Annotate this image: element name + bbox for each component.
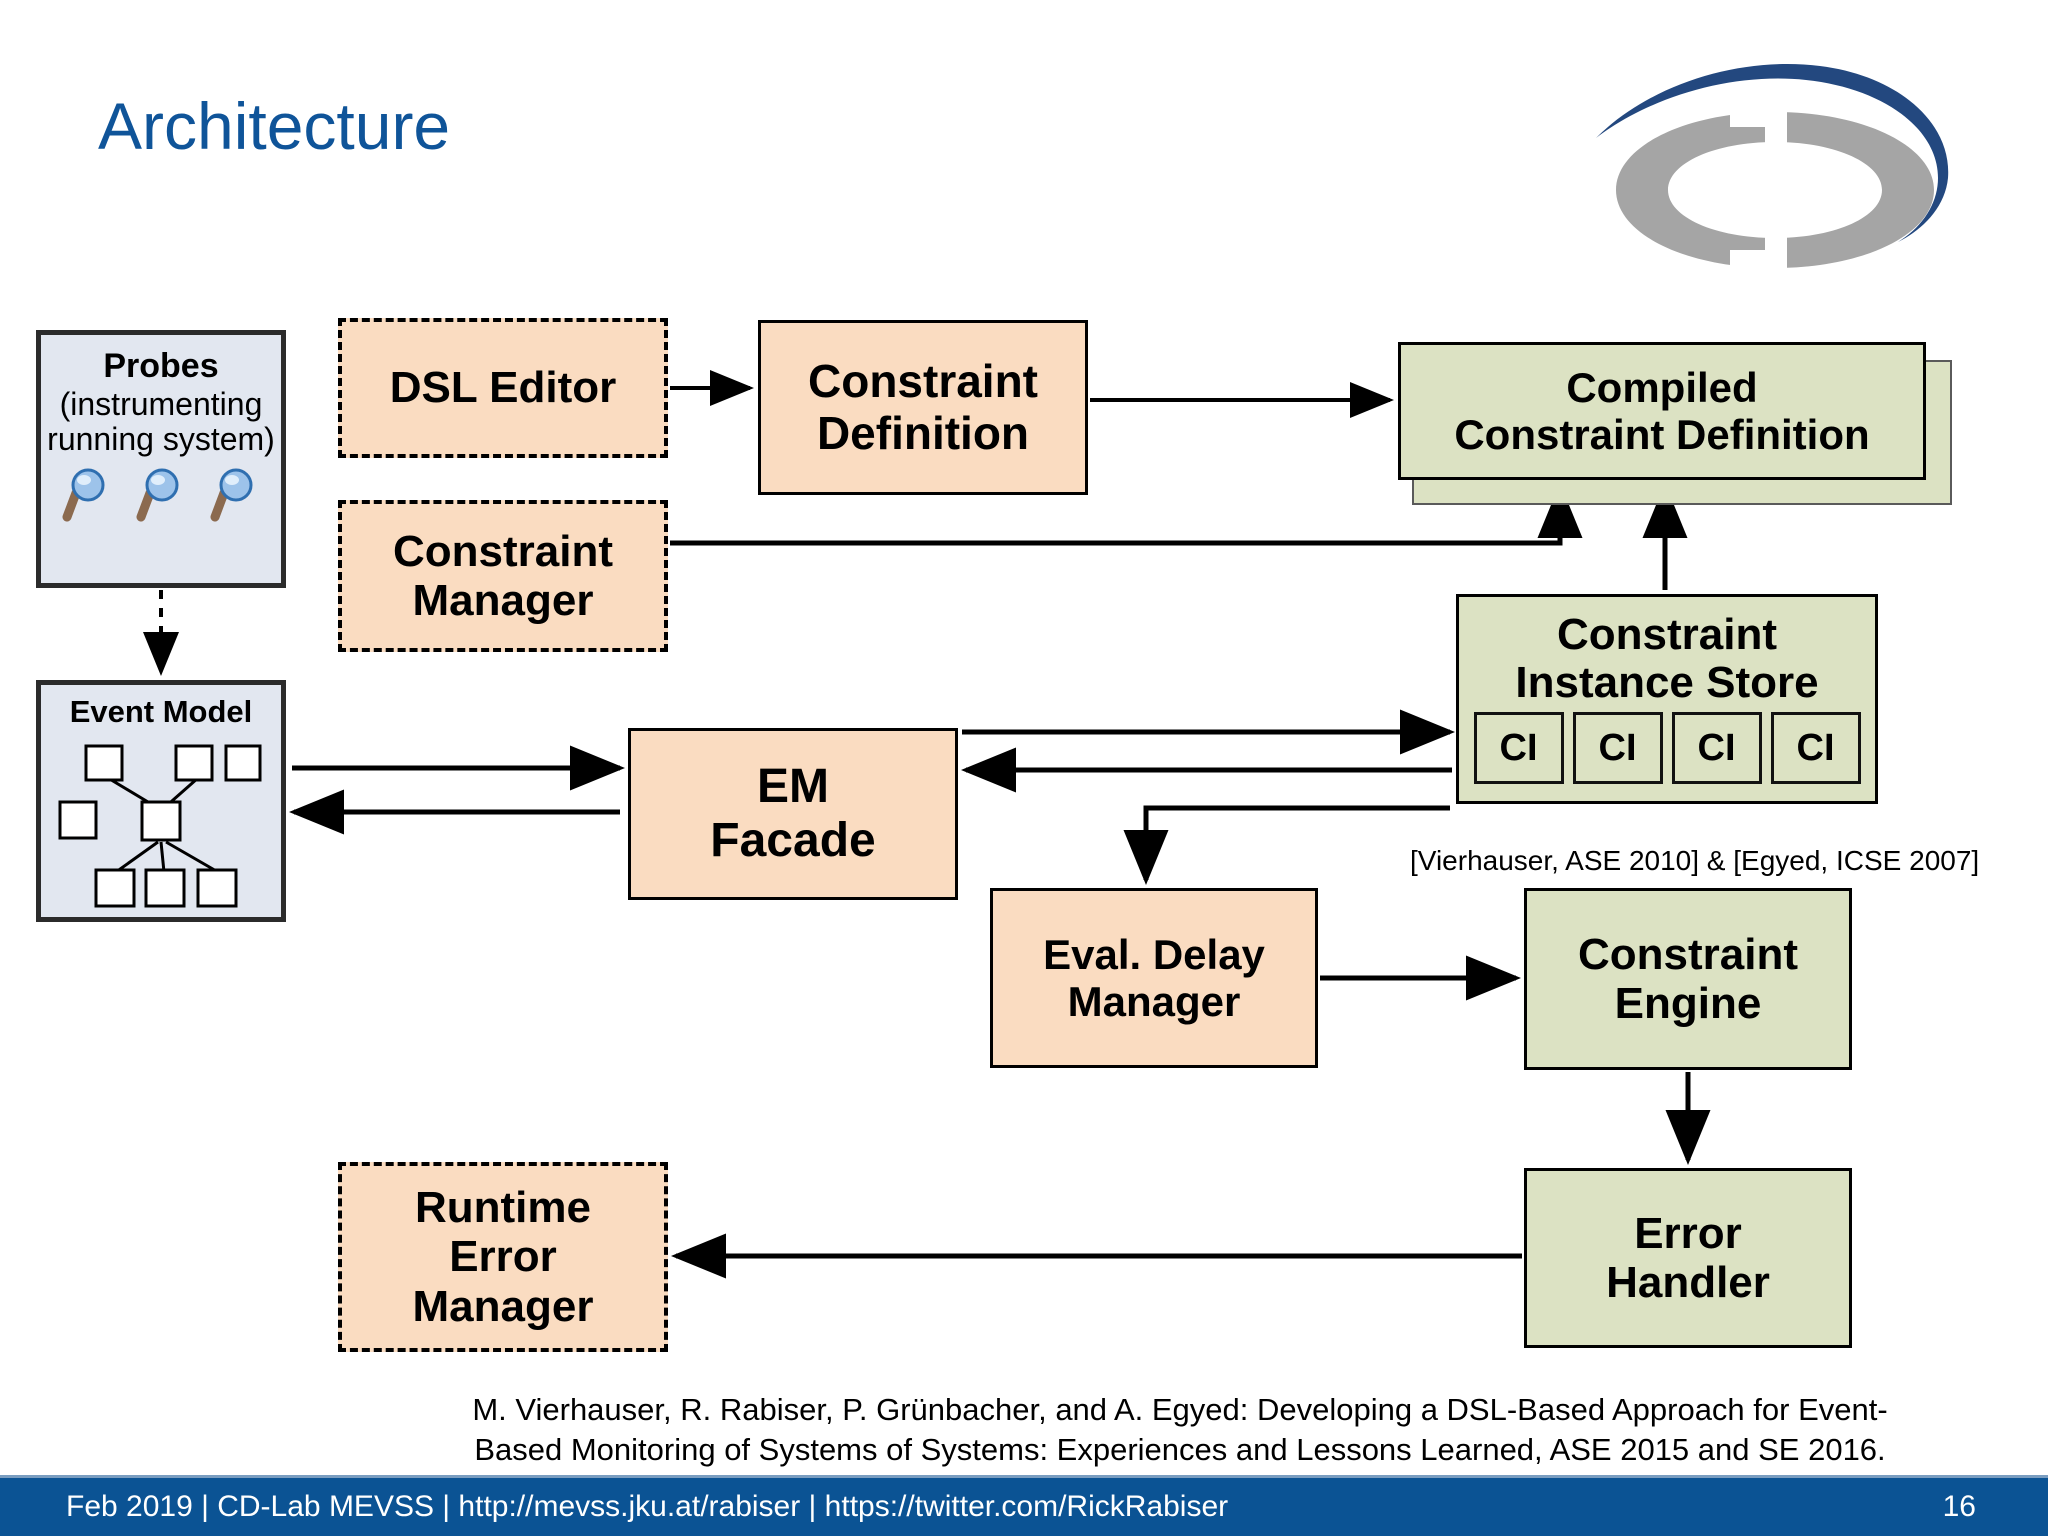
node-eval-delay-manager[interactable]: Eval. Delay Manager xyxy=(990,888,1318,1068)
constraint-engine-label-line1: Constraint xyxy=(1578,929,1798,979)
node-constraint-engine[interactable]: Constraint Engine xyxy=(1524,888,1852,1070)
compiled-label-line2: Constraint Definition xyxy=(1454,411,1870,458)
magnifier-icon xyxy=(210,468,253,522)
constraint-definition-label-line2: Definition xyxy=(816,406,1030,459)
runtime-error-label-line2: Error xyxy=(449,1232,557,1282)
event-model-title: Event Model xyxy=(69,694,253,729)
logo-ring-icon xyxy=(1616,112,1934,268)
footer-text: Feb 2019 | CD-Lab MEVSS | http://mevss.j… xyxy=(66,1490,1229,1523)
dsl-editor-label: DSL Editor xyxy=(389,363,617,413)
constraint-manager-label-line2: Manager xyxy=(412,576,594,625)
probes-subtitle-line2: running system) xyxy=(47,421,275,458)
node-error-handler[interactable]: Error Handler xyxy=(1524,1168,1852,1348)
compiled-label-line1: Compiled xyxy=(1566,363,1758,411)
node-tree-graph-icon xyxy=(58,744,262,908)
node-constraint-definition[interactable]: Constraint Definition xyxy=(758,320,1088,495)
em-facade-label-line1: EM xyxy=(757,760,829,814)
cis-title: Constraint Instance Store xyxy=(1515,611,1818,706)
node-probes[interactable]: Probes (instrumenting running system) xyxy=(36,330,286,588)
node-dsl-editor[interactable]: DSL Editor xyxy=(338,318,668,458)
node-em-facade[interactable]: EM Facade xyxy=(628,728,958,900)
bottom-citation-line2: Based Monitoring of Systems of Systems: … xyxy=(474,1432,1886,1468)
cis-title-line1: Constraint xyxy=(1557,610,1777,659)
eval-delay-label-line1: Eval. Delay xyxy=(1043,930,1265,978)
ci-cell[interactable]: CI xyxy=(1473,712,1564,785)
error-handler-label-line1: Error xyxy=(1634,1208,1742,1258)
cd-lab-logo xyxy=(1590,50,1960,277)
eval-delay-label-line2: Manager xyxy=(1067,978,1241,1025)
ci-cell[interactable]: CI xyxy=(1770,712,1861,785)
probes-subtitle-line1: (instrumenting xyxy=(59,386,263,423)
probes-icon-row xyxy=(60,467,262,525)
error-handler-label-line2: Handler xyxy=(1606,1258,1770,1307)
magnifier-icon xyxy=(136,468,179,522)
node-event-model[interactable]: Event Model xyxy=(36,680,286,922)
logo-svg xyxy=(1596,63,1949,277)
probes-subtitle: (instrumenting running system) xyxy=(47,386,275,458)
probes-title: Probes xyxy=(103,347,219,385)
node-compiled-constraint-definition[interactable]: Compiled Constraint Definition xyxy=(1398,342,1926,480)
footer-bar: Feb 2019 | CD-Lab MEVSS | http://mevss.j… xyxy=(0,1475,2048,1536)
ci-cell[interactable]: CI xyxy=(1671,712,1762,785)
inline-citation: [Vierhauser, ASE 2010] & [Egyed, ICSE 20… xyxy=(1410,845,1980,876)
edge-cis-to-eval-delay-manager xyxy=(1123,805,1450,885)
cis-cell-row: CI CI CI CI xyxy=(1473,712,1861,785)
node-constraint-manager[interactable]: Constraint Manager xyxy=(338,500,668,652)
constraint-manager-label-line1: Constraint xyxy=(393,526,613,576)
node-constraint-instance-store[interactable]: Constraint Instance Store CI CI CI CI xyxy=(1456,594,1878,804)
cis-title-line2: Instance Store xyxy=(1515,657,1819,707)
magnifier-icon xyxy=(62,468,105,522)
constraint-definition-label-line1: Constraint xyxy=(808,354,1038,407)
page-number: 16 xyxy=(1942,1490,1976,1523)
constraint-engine-label-line2: Engine xyxy=(1614,979,1762,1028)
bottom-citation: M. Vierhauser, R. Rabiser, P. Grünbacher… xyxy=(330,1390,2030,1471)
page-title: Architecture xyxy=(98,89,451,163)
em-facade-label-line2: Facade xyxy=(710,814,876,867)
runtime-error-label-line3: Manager xyxy=(412,1281,594,1331)
bottom-citation-line1: M. Vierhauser, R. Rabiser, P. Grünbacher… xyxy=(472,1392,1888,1427)
node-runtime-error-manager[interactable]: Runtime Error Manager xyxy=(338,1162,668,1352)
ci-cell[interactable]: CI xyxy=(1572,712,1663,785)
runtime-error-label-line1: Runtime xyxy=(415,1183,591,1233)
